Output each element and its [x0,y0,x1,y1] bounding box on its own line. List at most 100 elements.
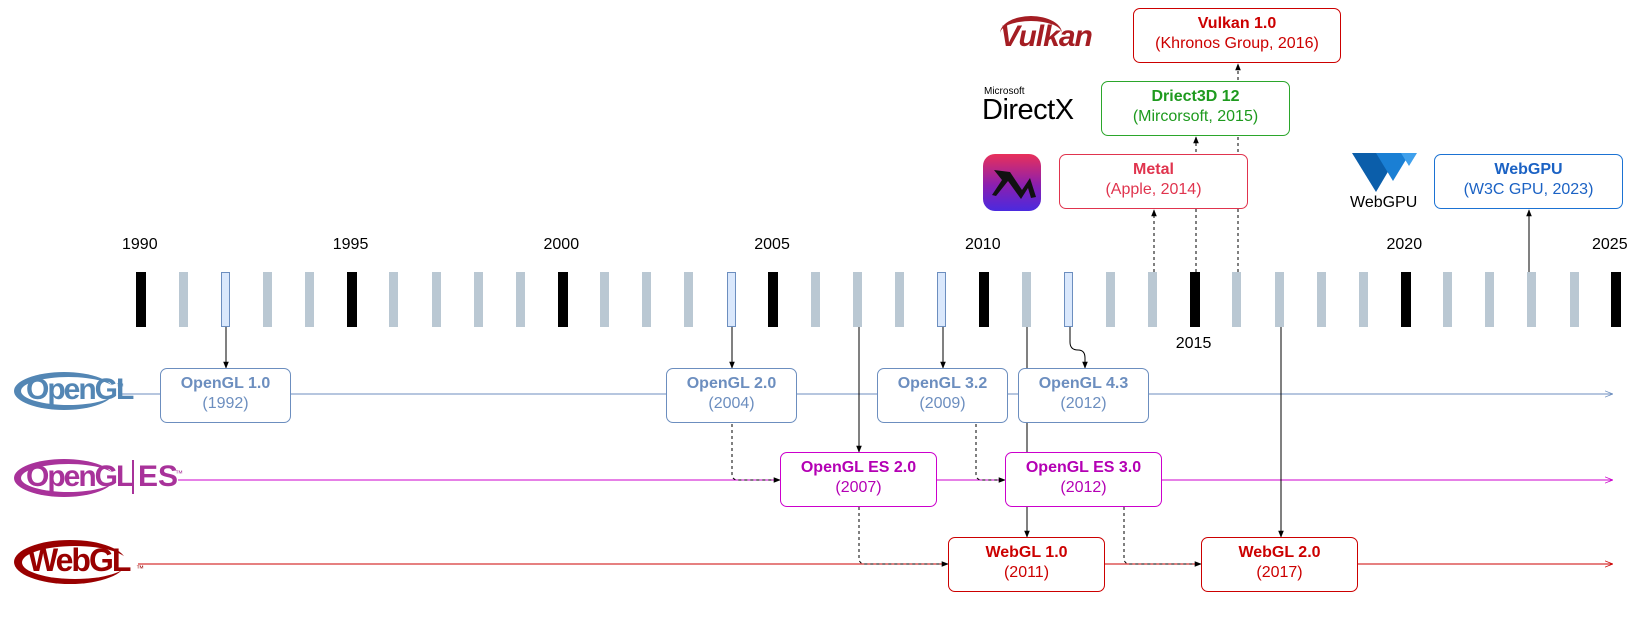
timeline-tick-1994 [305,272,315,327]
release-subtitle: (2017) [1256,564,1303,581]
timeline-tick-1997 [431,272,441,327]
vulkan-logo: Vulkan [1000,14,1118,58]
timeline-tick-2008 [895,272,905,327]
release-subtitle: (W3C GPU, 2023) [1463,181,1594,198]
opengl-logo-text: OpenGL [26,373,134,406]
release-metal: Metal (Apple, 2014) [1059,154,1248,209]
timeline-tick-1996 [389,272,399,327]
release-title: OpenGL ES 2.0 [800,459,917,476]
year-label-2000: 2000 [543,236,580,253]
release-title: WebGPU [1494,161,1563,178]
directx-logo: Microsoft DirectX [982,86,1094,126]
timeline-tick-2006 [810,272,820,327]
opengl-es-logo-suffix: ES [138,460,179,493]
opengl-es-logo: OpenGL ES ™ [14,454,183,504]
timeline-tick-2025 [1611,272,1622,327]
webgl-trademark: ™ [136,564,144,573]
webgl-logo: WebGL ™ [14,536,144,592]
timeline-tick-1993 [262,272,272,327]
timeline-tick-2021 [1443,272,1453,327]
release-opengl-1-0: OpenGL 1.0 (1992) [160,368,291,423]
timeline-tick-2012 [1063,272,1073,327]
release-opengl-3-2: OpenGL 3.2 (2009) [877,368,1008,423]
release-title: OpenGL 2.0 [686,375,777,392]
release-opengl-2-0: OpenGL 2.0 (2004) [666,368,797,423]
webgpu-logo-text: WebGPU [1350,194,1418,211]
webgl-logo-text: WebGL [28,542,131,578]
connector-gl32-es30 [975,424,1006,483]
timeline-tick-2005 [768,272,779,327]
connector-es30-wgl20 [1123,507,1202,567]
release-vulkan-1-0: Vulkan 1.0 (Khronos Group, 2016) [1133,8,1341,63]
release-title: WebGL 2.0 [1238,544,1321,561]
release-title: WebGL 1.0 [985,544,1068,561]
timeline-tick-2019 [1358,272,1368,327]
release-subtitle: (2012) [1060,479,1107,496]
vulkan-logo-text: Vulkan [1000,20,1093,53]
release-title: OpenGL ES 3.0 [1025,459,1142,476]
release-title: Metal [1133,161,1174,178]
timeline-tick-2014 [1148,272,1158,327]
timeline-tick-2024 [1569,272,1579,327]
timeline-tick-1995 [346,272,357,327]
timeline-tick-2010 [979,272,989,327]
year-label-2005: 2005 [754,236,790,253]
timeline-tick-2017 [1274,272,1284,327]
year-label-2020: 2020 [1386,236,1423,253]
release-title: OpenGL 4.3 [1038,375,1129,392]
timeline-tick-2020 [1400,272,1411,327]
timeline-tick-2011 [1021,272,1031,327]
release-direct3d-12: Driect3D 12 (Mircorsoft, 2015) [1101,81,1290,136]
release-subtitle: (Apple, 2014) [1105,181,1202,198]
release-opengl-es-3-0: OpenGL ES 3.0 (2012) [1005,452,1162,507]
year-label-2010: 2010 [965,236,1001,253]
timeline-tick-2018 [1316,272,1326,327]
timeline-tick-2015 [1189,272,1200,327]
release-title: Vulkan 1.0 [1197,15,1277,32]
timeline-tick-2013 [1105,272,1115,327]
opengl-es-trademark: ™ [175,469,183,478]
release-title: OpenGL 1.0 [180,375,271,392]
opengl-logo: OpenGL ™ [14,368,134,418]
timeline-tick-2016 [1232,272,1242,327]
opengl-trademark: ™ [116,382,124,391]
release-opengl-es-2-0: OpenGL ES 2.0 (2007) [780,452,937,507]
metal-icon [983,154,1041,211]
year-label-2015: 2015 [1175,335,1212,352]
webgpu-logo-mark [1352,153,1417,192]
release-title: OpenGL 3.2 [897,375,988,392]
timeline-tick-2007 [853,272,863,327]
timeline-tick-2001 [600,272,610,327]
timeline-tick-2002 [642,272,652,327]
release-webgpu: WebGPU (W3C GPU, 2023) [1434,154,1623,209]
release-subtitle: (2011) [1003,564,1050,581]
opengl-es-logo-divider [132,460,134,494]
timeline-tick-2004 [726,272,736,327]
timeline-tick-2000 [557,272,568,327]
timeline-tick-2022 [1485,272,1495,327]
timeline-tick-2003 [684,272,694,327]
release-webgl-2-0: WebGL 2.0 (2017) [1201,537,1358,592]
directx-brand-text: Microsoft [984,86,1025,97]
connector-gl20-es20 [731,424,781,483]
year-label-1990: 1990 [122,236,158,253]
release-webgl-1-0: WebGL 1.0 (2011) [948,537,1105,592]
connector-es20-wgl10 [858,507,949,567]
year-label-1995: 1995 [332,236,369,253]
release-subtitle: (2009) [919,395,966,412]
timeline-tick-1992 [220,272,230,327]
connector-2012 [1069,327,1088,369]
timeline-tick-2023 [1527,272,1537,327]
release-subtitle: (Khronos Group, 2016) [1155,35,1319,52]
timeline-tick-2009 [937,272,947,327]
timeline-tick-1990 [136,272,146,327]
release-subtitle: (2012) [1060,395,1107,412]
timeline-tick-1998 [473,272,483,327]
release-title: Driect3D 12 [1151,88,1240,105]
release-subtitle: (2004) [708,395,755,412]
year-label-2025: 2025 [1592,236,1628,253]
release-subtitle: (2007) [835,479,882,496]
directx-logo-text: DirectX [982,94,1074,126]
release-subtitle: (1992) [202,395,249,412]
